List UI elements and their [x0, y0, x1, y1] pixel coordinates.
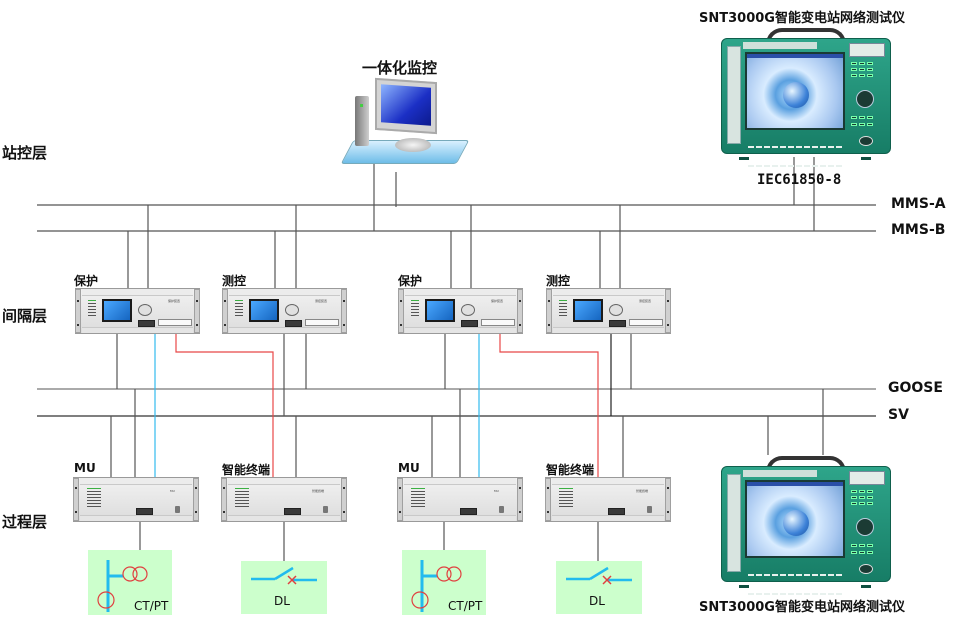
- panel-tag: 测控装置: [315, 299, 328, 303]
- panel-tag: MU: [170, 489, 175, 493]
- merging-unit-device[interactable]: MU: [397, 477, 523, 522]
- breaker-switch-icon: [566, 566, 632, 585]
- bus-label-sv: SV: [888, 407, 909, 423]
- panel-tag: 保护装置: [168, 299, 181, 303]
- process-device-label: 智能终端: [222, 463, 271, 477]
- bay-device-label: 测控: [222, 274, 247, 288]
- breaker-switch-icon: [251, 566, 317, 585]
- transformer-icon: [97, 560, 148, 612]
- panel-tag: 智能终端: [636, 489, 649, 493]
- layer-label-station: 站控层: [2, 144, 48, 162]
- bus-label-goose: GOOSE: [888, 380, 943, 396]
- computer-icon[interactable]: [340, 77, 470, 173]
- bus-label-mms-b: MMS-B: [891, 222, 946, 238]
- panel-tag: 保护装置: [491, 299, 504, 303]
- protocol-label: IEC61850-8: [757, 172, 842, 188]
- process-device-label: MU: [398, 461, 420, 475]
- network-tester-icon[interactable]: [721, 456, 891, 595]
- bay-device-label: 测控: [546, 274, 571, 288]
- intelligent-terminal-device[interactable]: 智能终端: [221, 477, 347, 522]
- merging-unit-device[interactable]: MU: [73, 477, 199, 522]
- transformer-icon: [411, 560, 462, 612]
- measurement-control-device[interactable]: 测控装置: [546, 288, 671, 334]
- panel-tag: MU: [494, 489, 499, 493]
- measurement-control-device[interactable]: 测控装置: [222, 288, 347, 334]
- field-label: DL: [589, 594, 605, 608]
- protection-device[interactable]: 保护装置: [75, 288, 200, 334]
- protection-device[interactable]: 保护装置: [398, 288, 523, 334]
- bus-label-mms-a: MMS-A: [891, 196, 946, 212]
- ct-pt-equipment[interactable]: CT/PT: [88, 550, 172, 615]
- tester-top-title: SNT3000G智能变电站网络测试仪: [699, 11, 905, 26]
- circuit-breaker-equipment[interactable]: DL: [556, 561, 642, 614]
- network-tester-icon[interactable]: [721, 28, 891, 167]
- monitor-title: 一体化监控: [362, 59, 438, 77]
- tester-bottom-title: SNT3000G智能变电站网络测试仪: [699, 600, 905, 615]
- process-device-label: 智能终端: [546, 463, 595, 477]
- bay-device-label: 保护: [398, 274, 423, 288]
- field-label: DL: [274, 594, 290, 608]
- direct-goose-link-2: [499, 334, 599, 477]
- circuit-breaker-equipment[interactable]: DL: [241, 561, 327, 614]
- bay-device-label: 保护: [74, 274, 99, 288]
- ct-pt-equipment[interactable]: CT/PT: [402, 550, 486, 615]
- field-label: CT/PT: [134, 599, 169, 613]
- process-device-label: MU: [74, 461, 96, 475]
- intelligent-terminal-device[interactable]: 智能终端: [545, 477, 671, 522]
- layer-label-process: 过程层: [2, 513, 48, 531]
- layer-label-bay: 间隔层: [2, 307, 48, 325]
- panel-tag: 智能终端: [312, 489, 325, 493]
- panel-tag: 测控装置: [639, 299, 652, 303]
- direct-goose-link-1: [175, 334, 274, 477]
- field-label: CT/PT: [448, 599, 483, 613]
